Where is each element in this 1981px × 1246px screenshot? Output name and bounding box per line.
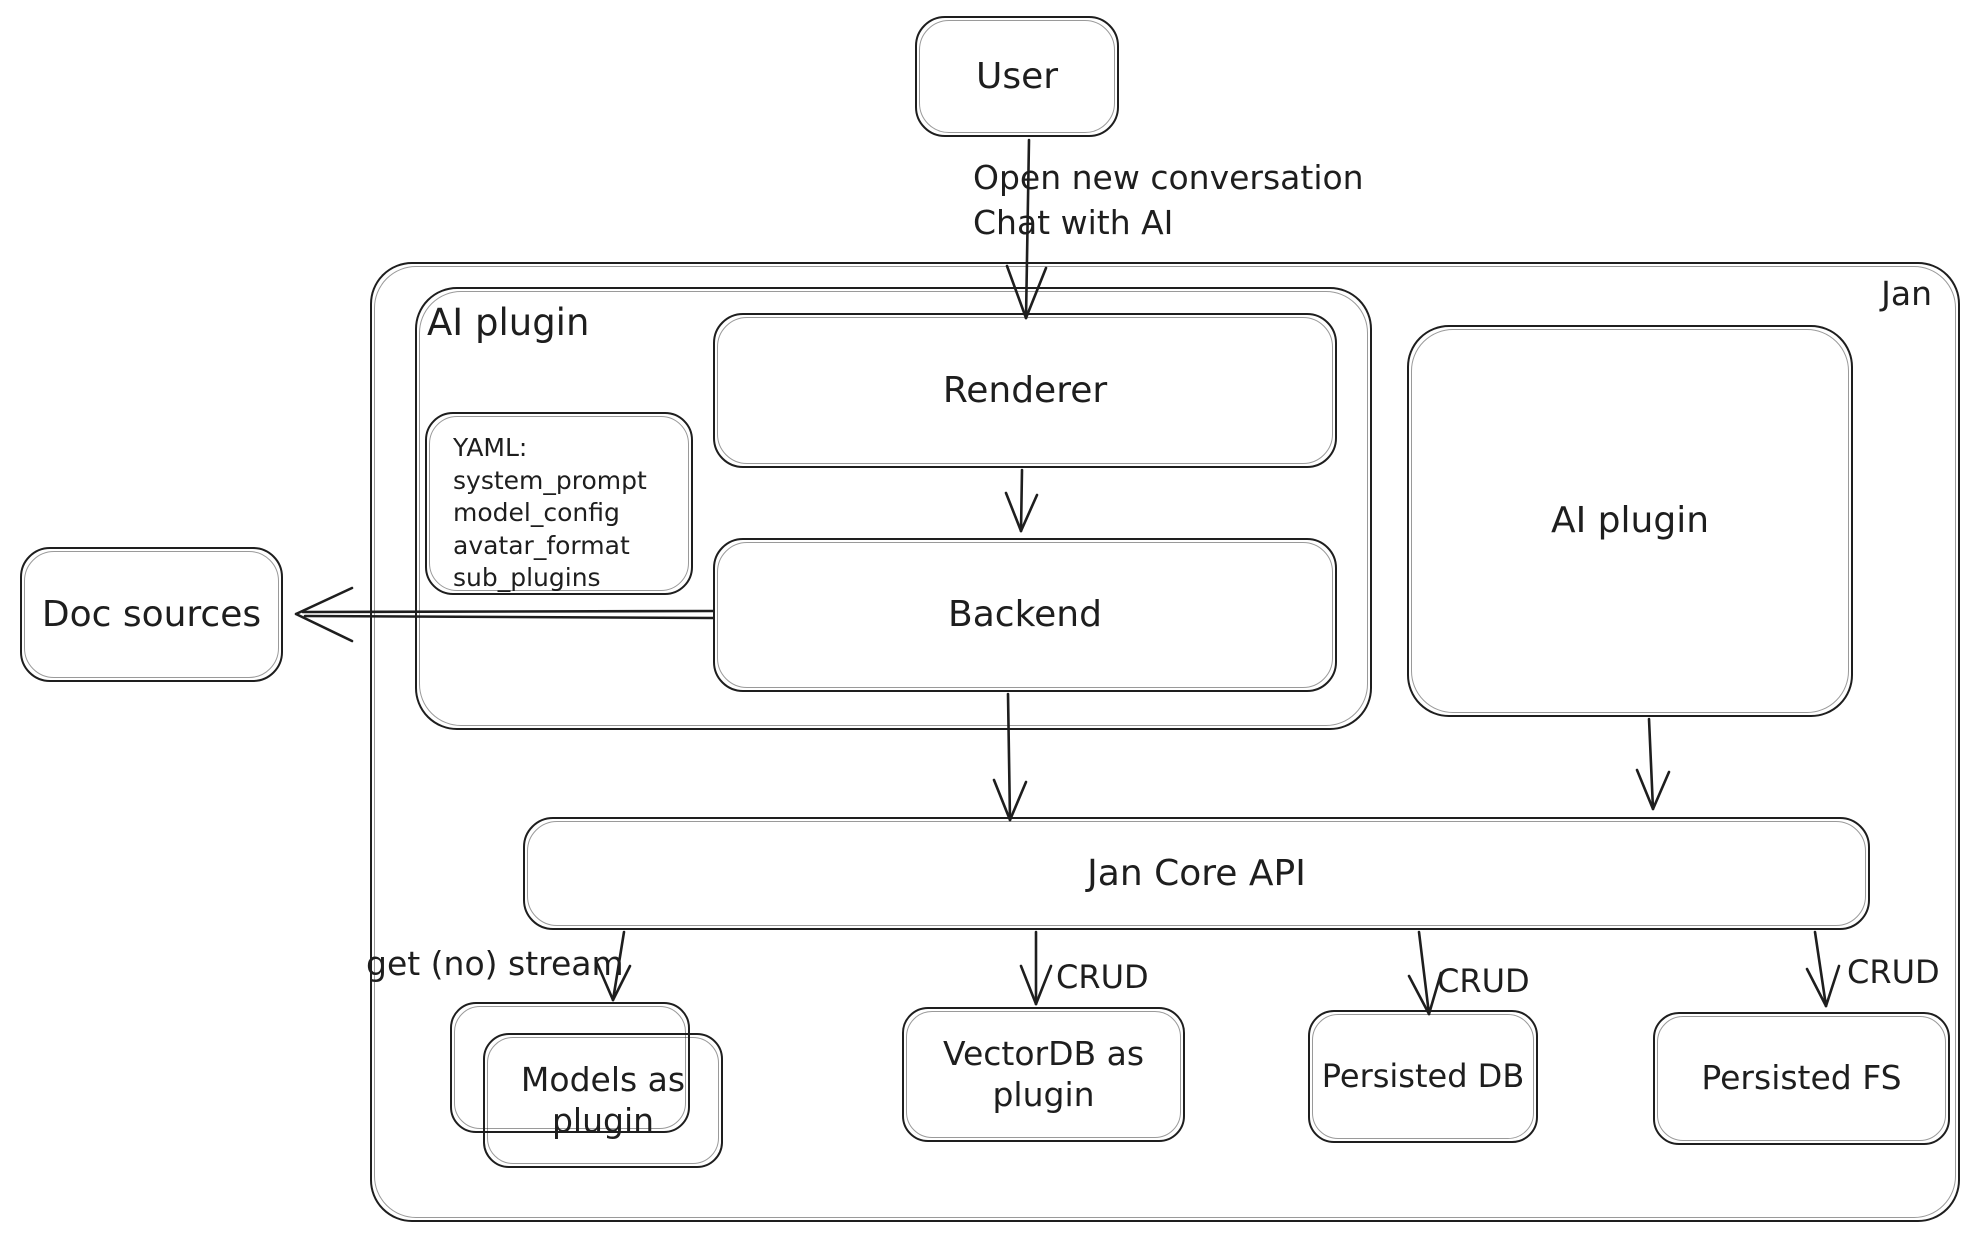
user-node: User [915,16,1119,137]
ai-plugin-right-node-label: AI plugin [1550,500,1710,542]
persisted-db-node: Persisted DB [1308,1010,1538,1143]
ai-plugin-container: AI plugin [415,287,1372,730]
edge-label-crud-persisted-fs: CRUD [1847,953,1940,991]
renderer-node: Renderer [713,313,1337,468]
jan-core-api-node-label: Jan Core API [1087,852,1306,894]
models-as-plugin-node: Models as plugin [483,1033,723,1168]
renderer-node-label: Renderer [942,369,1108,411]
ai-plugin-container-label: AI plugin [427,301,590,344]
edge-label-chat-with-ai: Chat with AI [973,203,1174,242]
jan-container-label: Jan [1881,274,1932,313]
edge-label-crud-persisted-db: CRUD [1437,962,1530,1000]
edge-label-crud-vectordb: CRUD [1056,958,1149,996]
jan-core-api-node: Jan Core API [523,817,1870,930]
doc-sources-node: Doc sources [20,547,283,682]
ai-plugin-right-node: AI plugin [1407,325,1853,717]
backend-node: Backend [713,538,1337,692]
persisted-db-label: Persisted DB [1321,1056,1525,1095]
persisted-fs-label: Persisted FS [1701,1058,1902,1098]
doc-sources-node-label: Doc sources [41,593,262,635]
yaml-note-text: YAML: system_prompt model_config avatar_… [453,433,647,592]
user-node-label: User [975,55,1059,97]
yaml-note: YAML: system_prompt model_config avatar_… [425,412,693,595]
persisted-fs-node: Persisted FS [1653,1012,1950,1145]
vectordb-as-plugin-node: VectorDB as plugin [902,1007,1185,1142]
models-as-plugin-label: Models as plugin [520,1060,686,1140]
edge-label-get-no-stream: get (no) stream [366,944,624,983]
jan-container: Jan [370,262,1960,1222]
edge-label-open-new-conversation: Open new conversation [973,158,1364,197]
models-as-plugin-back-box [450,1002,690,1133]
backend-node-label: Backend [948,594,1102,636]
vectordb-as-plugin-label: VectorDB as plugin [942,1034,1145,1114]
